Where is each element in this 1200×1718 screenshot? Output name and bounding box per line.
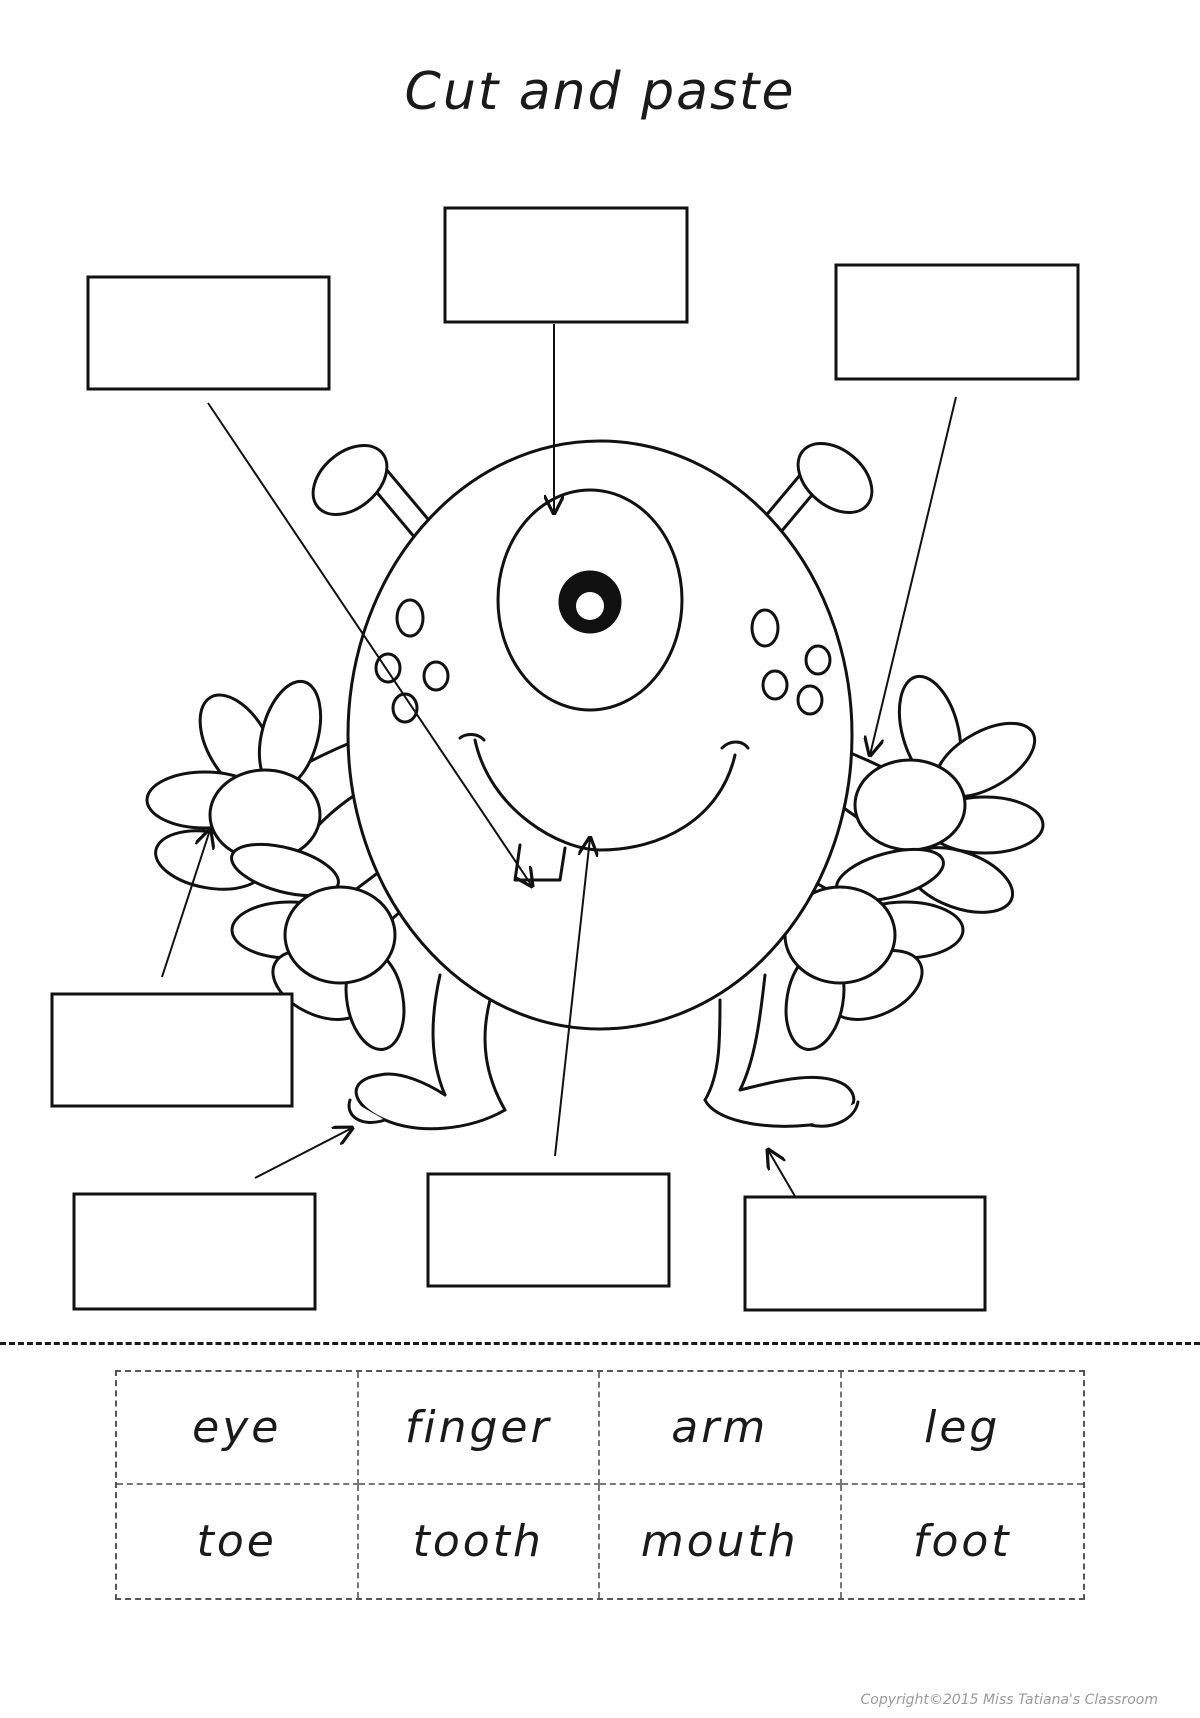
arrow-to-arm: [870, 396, 957, 755]
word-card[interactable]: finger: [358, 1372, 600, 1485]
word-card[interactable]: arm: [600, 1372, 842, 1485]
monster-diagram: [50, 206, 1080, 1312]
left-lower-hand: [230, 842, 406, 1051]
label-boxes: [50, 206, 1080, 1312]
label-box-bottom-left[interactable]: [72, 1192, 317, 1311]
label-box-top-left[interactable]: [86, 275, 331, 391]
right-upper-hand: [853, 674, 1045, 914]
label-box-bottom-right[interactable]: [743, 1195, 987, 1312]
word-card[interactable]: leg: [841, 1372, 1083, 1485]
label-box-bottom-center[interactable]: [426, 1172, 671, 1288]
word-card[interactable]: toe: [117, 1485, 359, 1598]
copyright-notice: Copyright©2015 Miss Tatiana's Classroom: [860, 1692, 1158, 1708]
arrow-to-mouth: [554, 838, 590, 1157]
arrow-to-foot: [768, 1150, 797, 1199]
left-foot: [347, 1072, 507, 1131]
word-card[interactable]: tooth: [359, 1485, 600, 1598]
word-card[interactable]: eye: [117, 1372, 359, 1485]
arrow-to-toe: [254, 1128, 352, 1179]
right-cheek-spots: [750, 608, 832, 716]
left-cheek-spots: [374, 598, 450, 724]
monster-tooth: [513, 843, 567, 882]
pointer-arrows: [161, 324, 957, 1199]
right-leg: [703, 973, 767, 1102]
monster-mouth: [473, 738, 737, 852]
word-card[interactable]: mouth: [600, 1485, 842, 1598]
label-box-middle-left[interactable]: [50, 992, 294, 1108]
left-leg: [431, 973, 507, 1112]
monster-body: [346, 439, 854, 1031]
label-box-top-right[interactable]: [834, 263, 1080, 381]
word-bank: eye finger arm leg toe tooth mouth foot: [115, 1370, 1085, 1600]
right-lower-hand: [783, 847, 965, 1051]
worksheet-title: Cut and paste: [404, 62, 796, 122]
word-card[interactable]: foot: [912, 1516, 1012, 1567]
right-foot: [703, 1075, 860, 1128]
cut-line: [0, 1342, 1200, 1345]
arrow-to-tooth: [207, 402, 532, 886]
monster-illustration: [145, 439, 1045, 1131]
label-box-top-center[interactable]: [443, 206, 689, 324]
arrow-to-finger: [161, 830, 210, 978]
